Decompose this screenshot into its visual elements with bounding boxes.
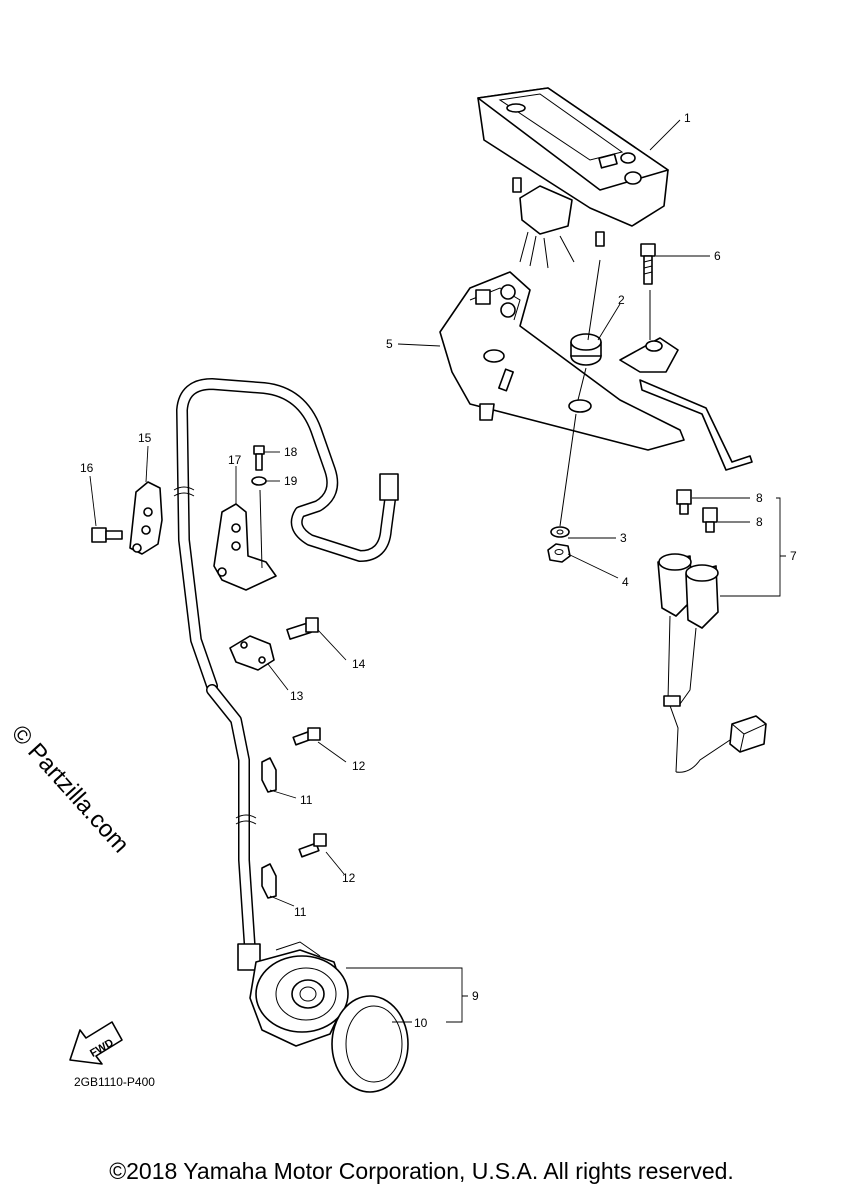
cable-guide-plate <box>91 481 163 555</box>
leader-lines <box>89 119 786 1023</box>
copyright-footer: ©2018 Yamaha Motor Corporation, U.S.A. A… <box>109 1158 734 1184</box>
callout-16: 16 <box>80 461 94 475</box>
clamp-11-upper <box>261 727 321 793</box>
speedometer-gear-unit <box>249 941 349 1047</box>
callout-12-lower: 12 <box>342 871 356 885</box>
callout-18: 18 <box>284 445 298 459</box>
diagram-code: 2GB1110-P400 <box>74 1075 155 1089</box>
clamp-11-lower <box>261 833 327 899</box>
socket-cord <box>657 489 767 773</box>
speedometer-cable <box>173 378 399 971</box>
bolt <box>640 243 656 285</box>
callout-14: 14 <box>352 657 366 671</box>
clamp-13 <box>229 617 319 671</box>
grommet <box>570 333 602 366</box>
oil-seal <box>331 995 409 1093</box>
fwd-arrow-icon: FWD <box>69 1021 123 1065</box>
callout-13: 13 <box>290 689 304 703</box>
callout-17: 17 <box>228 453 242 467</box>
callout-5: 5 <box>386 337 393 351</box>
callout-6: 6 <box>714 249 721 263</box>
callout-3: 3 <box>620 531 627 545</box>
callout-11-lower: 11 <box>294 905 307 919</box>
callout-10: 10 <box>414 1016 428 1030</box>
callout-1: 1 <box>684 111 691 125</box>
callout-4: 4 <box>622 575 629 589</box>
cable-holder <box>213 445 277 591</box>
washer-and-nut <box>547 526 571 563</box>
callout-12-upper: 12 <box>352 759 366 773</box>
meter-bracket <box>439 271 753 471</box>
callout-15: 15 <box>138 431 152 445</box>
callout-2: 2 <box>618 293 625 307</box>
callout-9: 9 <box>472 989 479 1003</box>
callout-8-upper: 8 <box>756 491 763 505</box>
callout-11-upper: 11 <box>300 793 313 807</box>
callout-labels: 1 2 3 4 5 6 7 8 8 9 10 11 11 12 12 13 14… <box>80 111 797 1030</box>
callout-8-lower: 8 <box>756 515 763 529</box>
meter-assembly <box>477 87 669 269</box>
callout-19: 19 <box>284 474 298 488</box>
callout-7: 7 <box>790 549 797 563</box>
